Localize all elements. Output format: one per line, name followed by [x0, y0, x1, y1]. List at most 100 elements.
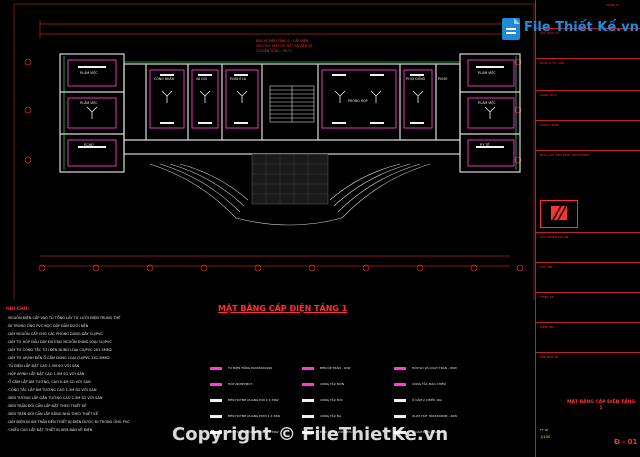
- room-label: P.LÀM VIỆC: [478, 70, 496, 75]
- note-line: - ĐI TRONG ỐNG PVC BỌC DÂY DẪN DƯỚI NỀN: [6, 324, 89, 328]
- legend-label: ĐÈN ỐP TRẦN - 40W: [320, 366, 351, 370]
- room-label: P.KHO: [438, 77, 448, 81]
- title-block-field-label: CHỦ TRÌ: [540, 265, 553, 269]
- floor-plan-drawing[interactable]: BẢN VẼ ĐIỆN TẦNG 1 - CẤP ĐIỆN GHI CHÚ: X…: [0, 0, 536, 300]
- note-line: - CHIỀU CAO LẮP ĐẶT THIẾT BỊ XEM BẢN VẼ …: [6, 428, 93, 432]
- legend-item: ĐIỀU HÒA 12000 BTU: [302, 430, 352, 434]
- title-block-field-label: TÊN BẢN VẼ: [540, 355, 559, 359]
- grid-axis-markers: [24, 58, 524, 272]
- title-block-divider: [536, 232, 640, 233]
- entrance-grid: [252, 154, 328, 204]
- company-label: CÔNG TY: [606, 3, 620, 7]
- plan-header-note-2: GHI CHÚ: XEM CHI TIẾT TẠI BẢN VẼ: [256, 42, 312, 48]
- room-circuit-boxes: [67, 59, 515, 167]
- legend-symbol-icon: [394, 382, 406, 386]
- notes-block: GHI CHÚ: - NGUỒN ĐIỆN CẤP VÀO TỦ TỔNG LẤ…: [6, 307, 206, 434]
- room-label: P.LÀM VIỆC: [478, 100, 496, 105]
- legend-symbol-icon: [210, 430, 222, 434]
- title-block-divider: [536, 292, 640, 293]
- note-line: - DÂY NGUỒN CẤP CHO CÁC PHÒNG DÙNG DÂY C…: [6, 332, 103, 336]
- note-line: - DÂY ĐIỆN ĐI ÂM TRẦN ĐẾN THIẾT BỊ ĐIỆN …: [6, 420, 130, 424]
- legend-item: ĐÈN HUỲNH QUANG ĐƠN 1 X 36W: [210, 414, 280, 418]
- legend-symbol-icon: [394, 414, 406, 418]
- legend-symbol-icon: [302, 382, 314, 386]
- notes-heading: GHI CHÚ:: [6, 307, 30, 312]
- title-block-divider: [536, 150, 640, 151]
- title-block-divider: [536, 90, 640, 91]
- logo-file-icon: [502, 18, 520, 40]
- note-line: - NGUỒN ĐIỆN CẤP VÀO TỦ TỔNG LẤY TỪ LƯỚI…: [6, 316, 121, 320]
- legend-label: HỘP SỐ VÀ QUẠT TRẦN - 80W: [412, 366, 457, 370]
- legend-label: CÔNG TẮC BA: [320, 414, 342, 418]
- drawing-frame: [13, 3, 535, 300]
- note-line: - DÂY TỪ AP/NH ĐẾN Ổ CẮM DÙNG LOẠI CU/PV…: [6, 356, 110, 360]
- legend-label: ĐÈN HUỲNH QUANG ĐÔI 2 X 36W: [228, 430, 279, 434]
- room-label: P.NGHỈ CA: [230, 76, 247, 81]
- note-line: - TỦ ĐIỆN LẮP ĐẶT CAO 1.5M SO VỚI SÀN: [6, 364, 80, 368]
- legend-symbol-icon: [210, 366, 222, 370]
- room-label: P.LÀM VIỆC: [80, 70, 98, 75]
- scale-value: 1/100: [540, 435, 551, 439]
- legend-symbol-icon: [302, 414, 314, 418]
- legend-label: Ổ CẮM 2 CHIỀU 16A: [412, 398, 443, 402]
- title-block-field-label: THIẾT KẾ: [540, 295, 554, 299]
- legend-label: Ổ CẮM ĐIỀU HÒA 20A: [412, 430, 445, 434]
- legend-label: CÔNG TẮC ĐÔI: [320, 398, 343, 402]
- legend-symbol-icon: [210, 382, 222, 386]
- legend-label: ĐÈN HUỲNH QUANG ĐƠN 1 X 36W: [228, 414, 281, 418]
- copyright-watermark: Copyright © FileThietKe.vn: [172, 424, 449, 445]
- title-block-divider: [536, 322, 640, 323]
- legend-symbol-icon: [302, 430, 314, 434]
- legend-symbol-icon: [394, 430, 406, 434]
- legend-label: QUẠT HÚT 300X300MM - 40W: [412, 414, 458, 418]
- scale-label: TỶ LỆ: [540, 428, 549, 432]
- title-block-field-label: NHÀ LÀM VIỆC KHỐI VĂN PHÒNG: [540, 153, 590, 157]
- room-label: PHÒNG HỌP: [348, 98, 368, 103]
- plan-header-note-3: TỦ ĐIỆN TỔNG - TĐ.T1: [255, 48, 292, 53]
- central-stair: [269, 85, 315, 123]
- note-line: - Ổ CẮM LẮP ÂM TƯỜNG, CAO 0.4M SO VỚI SÀ…: [6, 380, 91, 384]
- legend-symbol-icon: [394, 366, 406, 370]
- room-label: P.HỘI ĐỒNG: [406, 76, 426, 81]
- plan-header-note-1: BẢN VẼ ĐIỆN TẦNG 1 - CẤP ĐIỆN: [256, 38, 309, 43]
- room-label: P.LÀM VIỆC: [80, 100, 98, 105]
- company-logo-icon: [551, 205, 567, 221]
- legend-item: HỘP AP/NH/MCT: [210, 382, 252, 386]
- legend-item: CÔNG TẮC ĐƠN: [302, 382, 344, 386]
- room-label: P.Y TẾ: [480, 141, 490, 147]
- legend-label: CÔNG TẮC ĐƠN: [320, 382, 345, 386]
- legend-item: Ổ CẮM ĐIỀU HÒA 20A: [394, 430, 445, 434]
- title-block-divider: [536, 262, 640, 263]
- front-curved-steps: [149, 163, 431, 226]
- legend-item: Ổ CẮM 2 CHIỀU 16A: [394, 398, 442, 402]
- right-wing-walls: [459, 53, 521, 173]
- bottom-dimension-lines: [40, 255, 510, 267]
- title-block-divider: [536, 58, 640, 59]
- title-block-divider: [536, 352, 640, 353]
- note-line: - HỘP AP/NH LẮP ĐẶT CAO 1.5M SO VỚI SÀN: [6, 372, 85, 376]
- legend-item: ĐÈN HUỲNH QUANG ĐÔI 2 X 36W: [210, 430, 278, 434]
- note-line: - ĐÈN TƯỜNG LẮP GẮN TƯỜNG CAO 2.5M SO VỚ…: [6, 396, 103, 400]
- legend-item: CÔNG TẮC ĐÔI: [302, 398, 342, 402]
- legend-label: ĐÈN HUỲNH QUANG ĐÔI 2 X 36W: [228, 398, 279, 402]
- title-block-field-label: CÔNG TRÌNH: [540, 123, 560, 127]
- legend-item: CÔNG TẮC ĐẢO CHIỀU: [394, 382, 446, 386]
- notes-list: - NGUỒN ĐIỆN CẤP VÀO TỦ TỔNG LẤY TỪ LƯỚI…: [6, 314, 206, 434]
- lighting-fixtures: [86, 90, 496, 119]
- legend-item: CÔNG TẮC BA: [302, 414, 341, 418]
- legend-item: TỦ ĐIỆN TỔNG 800X600X200: [210, 366, 272, 370]
- note-line: - DÂY TỪ CÔNG TẮC TỚI ĐÈN DÙNG LOẠI CU/P…: [6, 348, 113, 352]
- legend-label: CÔNG TẮC ĐẢO CHIỀU: [412, 382, 446, 386]
- sheet-title: MẶT BẰNG CẤP ĐIỆN TẦNG 1: [566, 400, 636, 411]
- legend-item: HỘP SỐ VÀ QUẠT TRẦN - 80W: [394, 366, 457, 370]
- title-block-field-label: CHỦ NHIỆM ĐỒ ÁN: [540, 235, 569, 239]
- title-block-field-label: ĐƠN VỊ TƯ VẤN: [540, 61, 564, 65]
- legend-item: QUẠT HÚT 300X300MM - 40W: [394, 414, 457, 418]
- logo-text: File Thiết Kế.vn: [524, 20, 639, 35]
- legend-symbol-icon: [210, 414, 222, 418]
- room-label: CÔNG NHÂN: [154, 76, 175, 81]
- room-label: VÀ GÓI: [196, 76, 207, 81]
